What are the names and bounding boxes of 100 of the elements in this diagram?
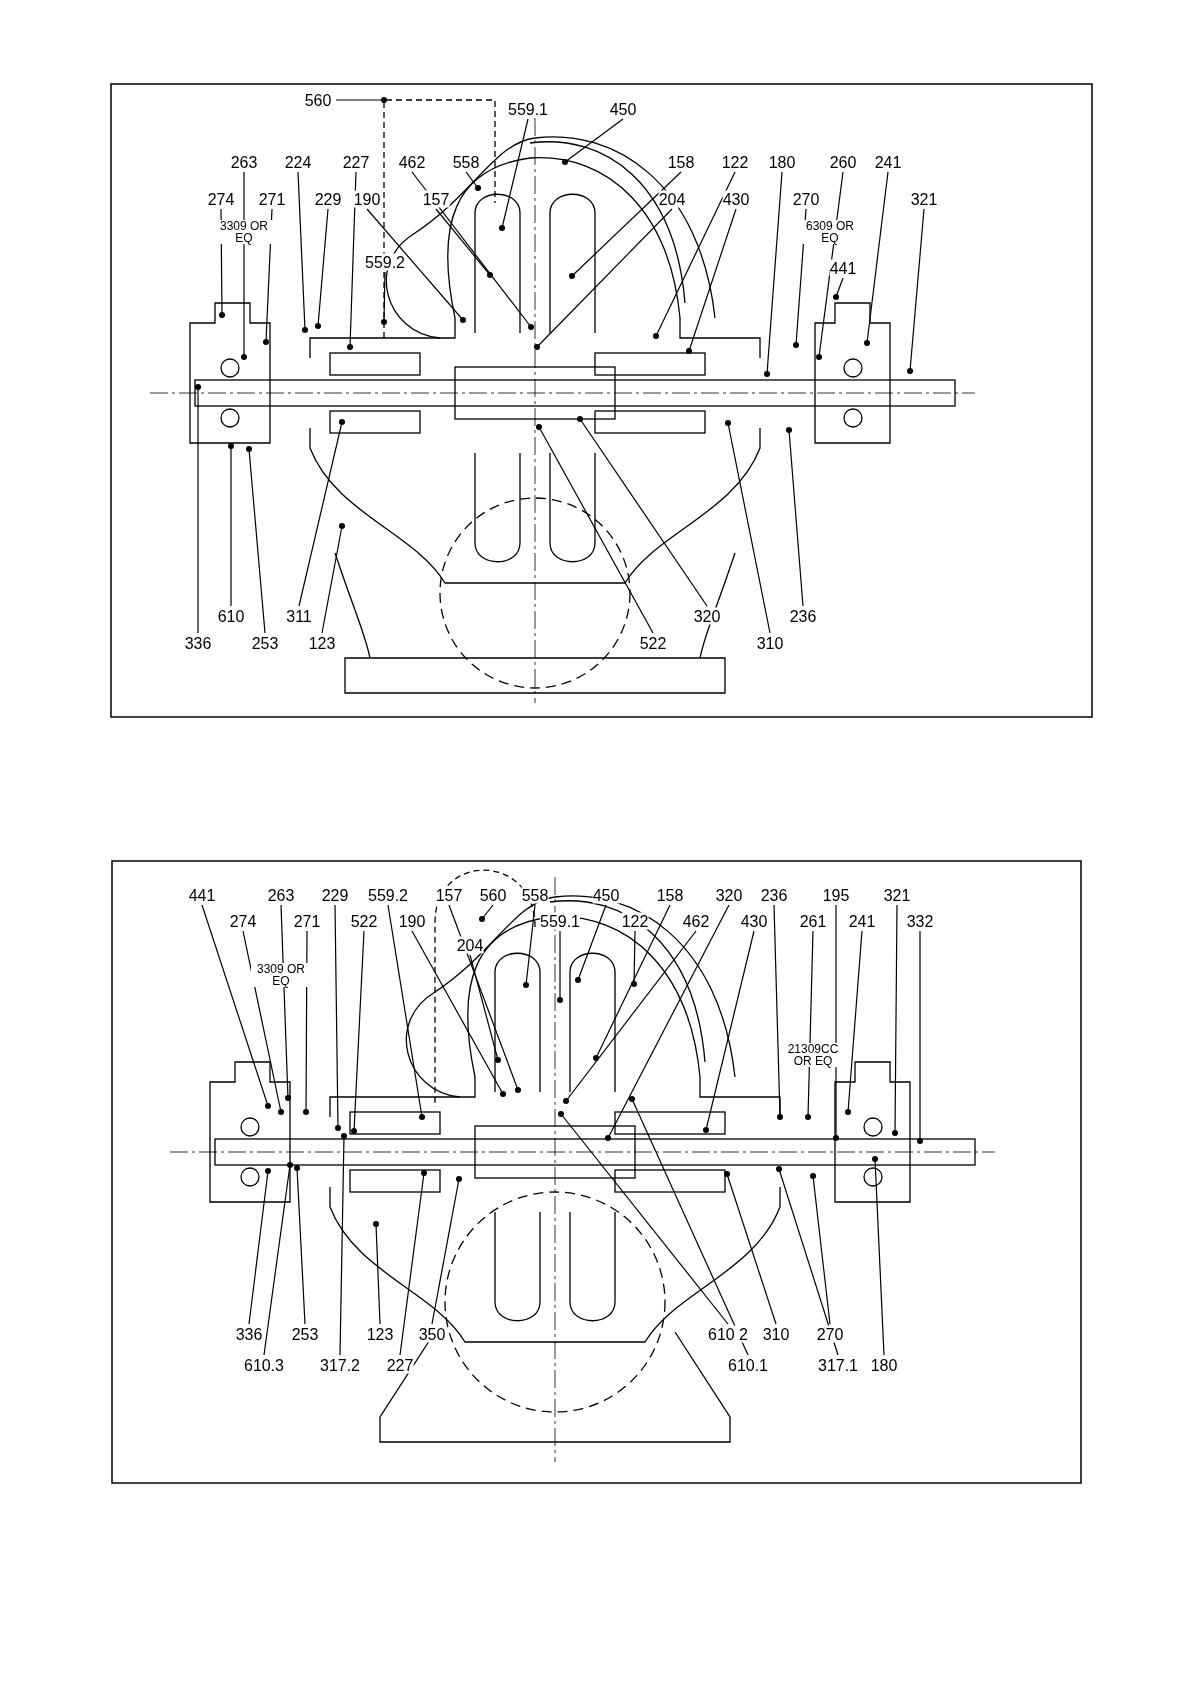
leader-line bbox=[248, 1168, 271, 1325]
callout-number: 332 bbox=[906, 912, 934, 930]
callout-number: 180 bbox=[768, 153, 796, 171]
callout-number: 462 bbox=[682, 912, 710, 930]
callout-number: 263 bbox=[267, 886, 295, 904]
callout-number: 190 bbox=[353, 190, 381, 208]
leader-line bbox=[297, 171, 308, 333]
leader-line bbox=[242, 930, 284, 1115]
callout-number: 253 bbox=[251, 634, 279, 652]
callout-number: 157 bbox=[422, 190, 450, 208]
leader-line bbox=[833, 904, 839, 1141]
callout-number: 229 bbox=[321, 886, 349, 904]
leader-line bbox=[629, 1096, 749, 1356]
callout-number: 157 bbox=[435, 886, 463, 904]
leader-line bbox=[399, 1170, 427, 1356]
callout-number: 450 bbox=[592, 886, 620, 904]
leader-line bbox=[298, 419, 345, 607]
callout-number: 559.2 bbox=[368, 886, 408, 904]
leader-line bbox=[907, 208, 925, 374]
leader-line bbox=[469, 954, 501, 1063]
leader-line bbox=[334, 904, 341, 1131]
callout-number: 610 2 bbox=[708, 1325, 748, 1343]
callout-number: 123 bbox=[308, 634, 336, 652]
leader-line bbox=[686, 208, 737, 354]
callout-number: 441 bbox=[829, 259, 857, 277]
callout-number: 450 bbox=[609, 100, 637, 118]
leader-line bbox=[294, 1165, 306, 1325]
callout-number: 317.2 bbox=[320, 1356, 360, 1374]
callout-number: 321 bbox=[910, 190, 938, 208]
callout-number: 462 bbox=[398, 153, 426, 171]
callout-number: 321 bbox=[883, 886, 911, 904]
leader-line bbox=[773, 904, 783, 1120]
callout-number: 263 bbox=[230, 153, 258, 171]
callout-number: 559.1 bbox=[540, 912, 580, 930]
callout-number: 336 bbox=[235, 1325, 263, 1343]
leader-line bbox=[864, 171, 889, 346]
leader-line bbox=[381, 271, 387, 325]
leader-line bbox=[335, 97, 387, 103]
leader-line bbox=[534, 208, 673, 350]
callout-number: 253 bbox=[291, 1325, 319, 1343]
callout-number: 610.1 bbox=[728, 1356, 768, 1374]
leader-line bbox=[347, 171, 357, 350]
callout-number: 224 bbox=[284, 153, 312, 171]
leader-line bbox=[563, 930, 697, 1104]
leader-line bbox=[917, 930, 923, 1144]
leader-line bbox=[653, 171, 736, 339]
callout-number: 271 bbox=[258, 190, 286, 208]
leader-line bbox=[246, 446, 266, 634]
leader-line bbox=[411, 930, 506, 1097]
leader-line bbox=[724, 1171, 777, 1325]
callout-number: 560 bbox=[304, 91, 332, 109]
leader-line bbox=[523, 904, 536, 988]
callout-number: 558 bbox=[452, 153, 480, 171]
leader-line bbox=[536, 424, 654, 634]
leader-line bbox=[786, 427, 804, 607]
leader-line bbox=[892, 904, 898, 1136]
leader-line bbox=[631, 930, 637, 987]
callout-number: 236 bbox=[789, 607, 817, 625]
callout-number: 610.3 bbox=[244, 1356, 284, 1374]
callout-number: 560 bbox=[479, 886, 507, 904]
callout-number: 274 bbox=[207, 190, 235, 208]
leader-line bbox=[558, 1111, 729, 1325]
callout-number: 270 bbox=[816, 1325, 844, 1343]
callout-number: 260 bbox=[829, 153, 857, 171]
callout-number: 204 bbox=[658, 190, 686, 208]
leader-line bbox=[373, 1221, 381, 1325]
bearing-note: 3309 OR EQ bbox=[251, 963, 311, 987]
callout-number: 241 bbox=[874, 153, 902, 171]
callout-number: 430 bbox=[722, 190, 750, 208]
leader-line bbox=[411, 171, 534, 330]
callout-number: 195 bbox=[822, 886, 850, 904]
leader-line bbox=[263, 1162, 293, 1356]
callout-number: 190 bbox=[398, 912, 426, 930]
leader-line bbox=[431, 1176, 462, 1325]
leader-line bbox=[605, 904, 730, 1141]
leader-line bbox=[845, 930, 863, 1115]
callout-number: 123 bbox=[366, 1325, 394, 1343]
callout-number: 558 bbox=[521, 886, 549, 904]
leader-line bbox=[569, 171, 682, 279]
leader-line bbox=[366, 208, 466, 323]
leader-line bbox=[387, 904, 425, 1120]
leader-line bbox=[703, 930, 755, 1133]
callout-number: 522 bbox=[639, 634, 667, 652]
callout-number: 320 bbox=[693, 607, 721, 625]
callout-number: 122 bbox=[621, 912, 649, 930]
callout-number: 430 bbox=[740, 912, 768, 930]
callout-number: 229 bbox=[314, 190, 342, 208]
callout-number: 311 bbox=[286, 607, 312, 625]
callout-number: 350 bbox=[418, 1325, 446, 1343]
leader-line bbox=[351, 930, 365, 1134]
leader-line bbox=[577, 416, 708, 607]
callout-number: 274 bbox=[229, 912, 257, 930]
callout-number: 227 bbox=[386, 1356, 414, 1374]
leader-line bbox=[479, 904, 494, 922]
callout-number: 241 bbox=[848, 912, 876, 930]
callout-number: 271 bbox=[293, 912, 321, 930]
callout-number: 610 bbox=[217, 607, 245, 625]
leader-line bbox=[435, 208, 493, 278]
callout-number: 122 bbox=[721, 153, 749, 171]
callout-number: 310 bbox=[756, 634, 784, 652]
